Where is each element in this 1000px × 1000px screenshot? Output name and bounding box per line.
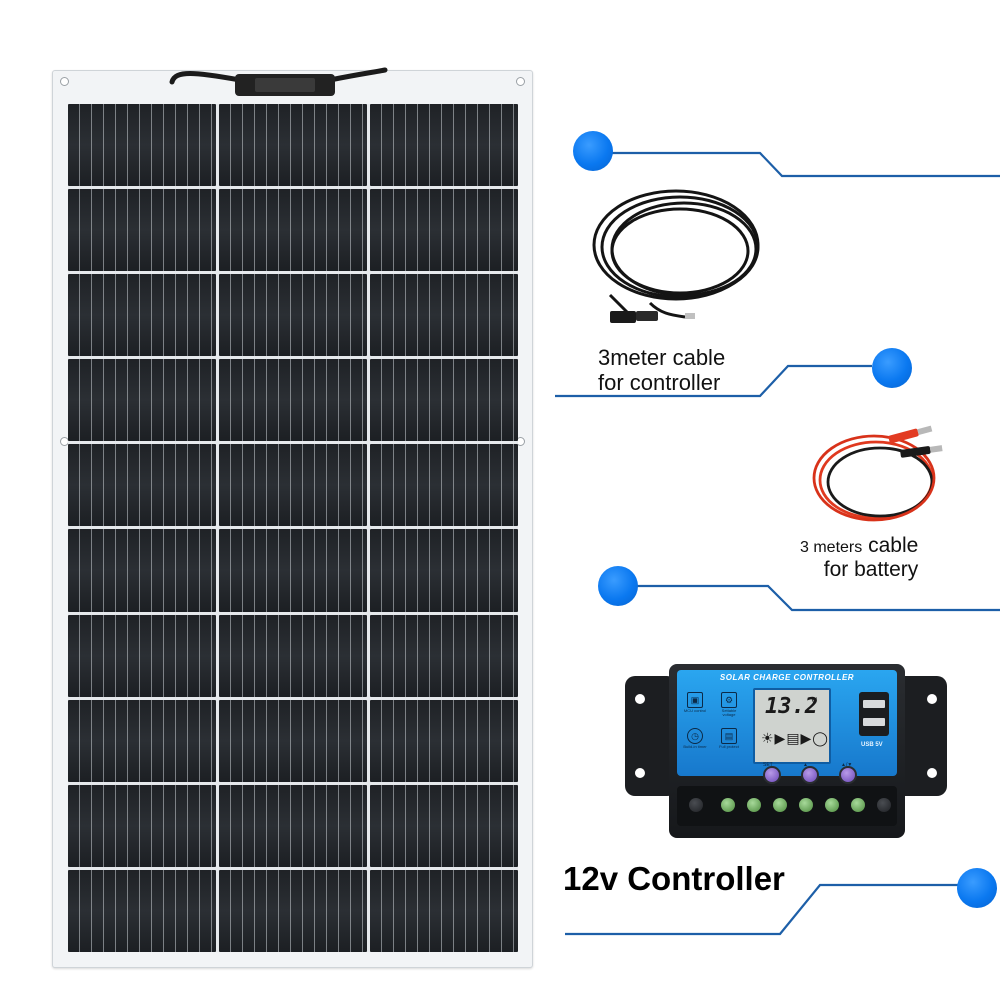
solar-cell xyxy=(370,189,518,272)
feature-label: Build-in timer xyxy=(683,744,707,749)
clock-icon: ◷ xyxy=(687,728,703,744)
solar-cell xyxy=(68,104,216,187)
terminal-screw xyxy=(773,798,787,812)
terminal-screw xyxy=(747,798,761,812)
solar-cell xyxy=(68,869,216,952)
battery-cable-label-part2: cable xyxy=(868,534,919,557)
solar-cell xyxy=(219,359,367,442)
callout-dot xyxy=(573,131,613,171)
usb-label: USB 5V xyxy=(861,742,883,748)
solar-cell xyxy=(370,359,518,442)
solar-cell xyxy=(68,359,216,442)
up-down-button[interactable] xyxy=(839,766,857,784)
solar-cell xyxy=(219,529,367,612)
solar-cell xyxy=(219,869,367,952)
button-label: ▲ xyxy=(803,762,808,768)
solar-cell xyxy=(370,869,518,952)
feature-label: Settable voltage xyxy=(721,708,737,718)
lcd-voltage-value: 13.2 xyxy=(765,694,818,719)
battery-cable-label-part1: 3 meters xyxy=(800,539,863,556)
grommet xyxy=(60,77,69,86)
battery-cable-coil xyxy=(812,425,943,522)
chip-icon: ▣ xyxy=(687,692,703,708)
lcd-flow-icons: ☀▶▤▶◯ xyxy=(761,730,829,746)
solar-cell xyxy=(370,699,518,782)
solar-cell xyxy=(219,784,367,867)
solar-cell-grid xyxy=(68,104,518,952)
solar-cell xyxy=(68,614,216,697)
button-label: ▲/▼ xyxy=(841,762,853,768)
lcd-display: 13.2 V ☀▶▤▶◯ xyxy=(753,688,831,764)
button-label: SET xyxy=(763,762,773,768)
terminal-screw xyxy=(825,798,839,812)
solar-cell xyxy=(68,444,216,527)
black-cable-coil xyxy=(592,189,760,323)
solar-cell xyxy=(219,614,367,697)
feature-mcu: ▣ MCU control xyxy=(681,692,709,713)
controller-cable-label-line2: for controller xyxy=(598,370,721,396)
solar-cell xyxy=(370,104,518,187)
lock-icon: ▤ xyxy=(721,728,737,744)
controller-faceplate: SOLAR CHARGE CONTROLLER ▣ MCU control ⚙ … xyxy=(677,670,897,776)
terminal-screw xyxy=(877,798,891,812)
lcd-unit: V xyxy=(811,696,818,706)
solar-cell xyxy=(219,699,367,782)
solar-cell xyxy=(68,784,216,867)
solar-cell xyxy=(219,189,367,272)
solar-cell xyxy=(219,274,367,357)
gear-icon: ⚙ xyxy=(721,692,737,708)
callout-dot xyxy=(957,868,997,908)
terminal-screw xyxy=(799,798,813,812)
grommet xyxy=(516,77,525,86)
terminal-screw xyxy=(851,798,865,812)
battery-cable-label-line2: for battery xyxy=(823,558,919,582)
solar-cell xyxy=(68,699,216,782)
controller-cable-label: 3meter cable for controller xyxy=(598,345,725,396)
solar-cell xyxy=(370,529,518,612)
up-button[interactable] xyxy=(801,766,819,784)
callout-dot xyxy=(598,566,638,606)
solar-cell xyxy=(219,104,367,187)
terminal-block xyxy=(677,786,897,826)
mount-ear-left xyxy=(625,676,677,796)
solar-cell xyxy=(370,784,518,867)
feature-protect: ▤ Full protect xyxy=(715,728,743,749)
solar-cell xyxy=(68,274,216,357)
controller-title: 12v Controller xyxy=(563,860,785,897)
solar-panel xyxy=(52,70,533,968)
set-button[interactable] xyxy=(763,766,781,784)
solar-cell xyxy=(370,614,518,697)
controller-brand-text: SOLAR CHARGE CONTROLLER xyxy=(719,673,855,682)
terminal-screw xyxy=(721,798,735,812)
feature-label: MCU control xyxy=(683,708,707,713)
feature-settable: ⚙ Settable voltage xyxy=(715,692,743,718)
feature-timer: ◷ Build-in timer xyxy=(681,728,709,749)
controller-cable-label-line1: 3meter cable xyxy=(598,345,726,370)
solar-cell xyxy=(68,189,216,272)
charge-controller: SOLAR CHARGE CONTROLLER ▣ MCU control ⚙ … xyxy=(625,662,947,840)
feature-label: Full protect xyxy=(719,744,739,749)
usb-ports xyxy=(859,692,889,736)
battery-cable-label: 3 meters cable for battery xyxy=(800,534,918,582)
solar-cell xyxy=(219,444,367,527)
callout-dot xyxy=(872,348,912,388)
solar-cell xyxy=(68,529,216,612)
solar-cell xyxy=(370,274,518,357)
solar-cell xyxy=(370,444,518,527)
terminal-screw xyxy=(689,798,703,812)
